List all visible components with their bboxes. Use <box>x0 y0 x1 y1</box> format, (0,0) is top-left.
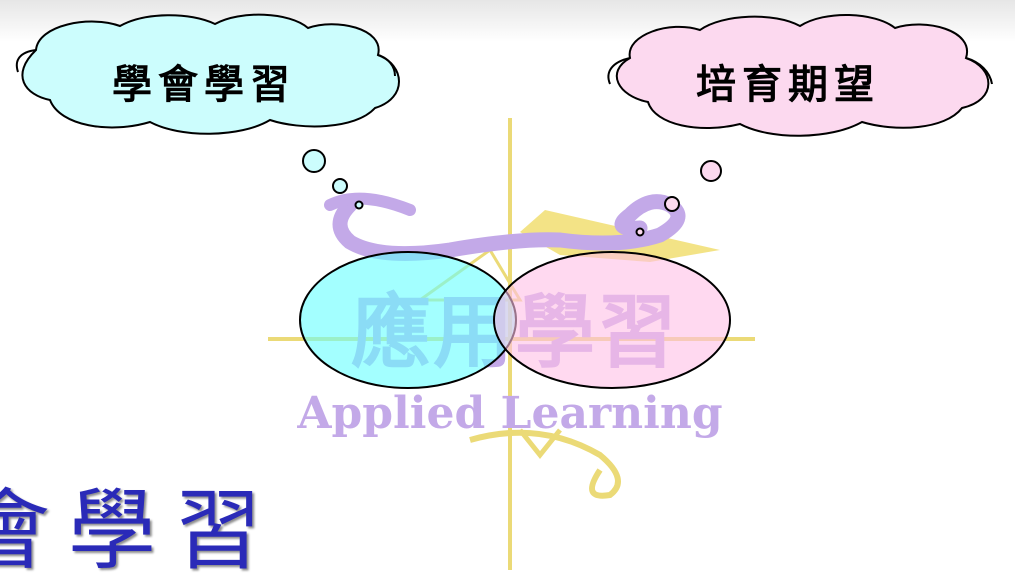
diagram-canvas: 應用學習 Applied Learning <box>15 13 993 570</box>
left-thought-bubble-small <box>354 200 364 210</box>
left-ellipse <box>299 251 517 389</box>
right-cloud-text: 培育期望 <box>696 62 880 108</box>
left-cloud-text: 學會學習 <box>112 62 296 108</box>
left-thought-bubble-medium <box>332 178 348 194</box>
right-thought-bubble-medium <box>664 196 680 212</box>
right-thought-bubble-large <box>700 160 722 182</box>
left-thought-cloud <box>21 13 400 135</box>
left-thought-bubble-large <box>302 149 326 173</box>
right-thought-cloud <box>615 13 990 137</box>
logo-english-text: Applied Learning <box>296 388 722 439</box>
slide-title: 會學習 <box>0 479 281 582</box>
right-thought-bubble-small <box>635 227 645 237</box>
right-ellipse <box>493 251 731 389</box>
